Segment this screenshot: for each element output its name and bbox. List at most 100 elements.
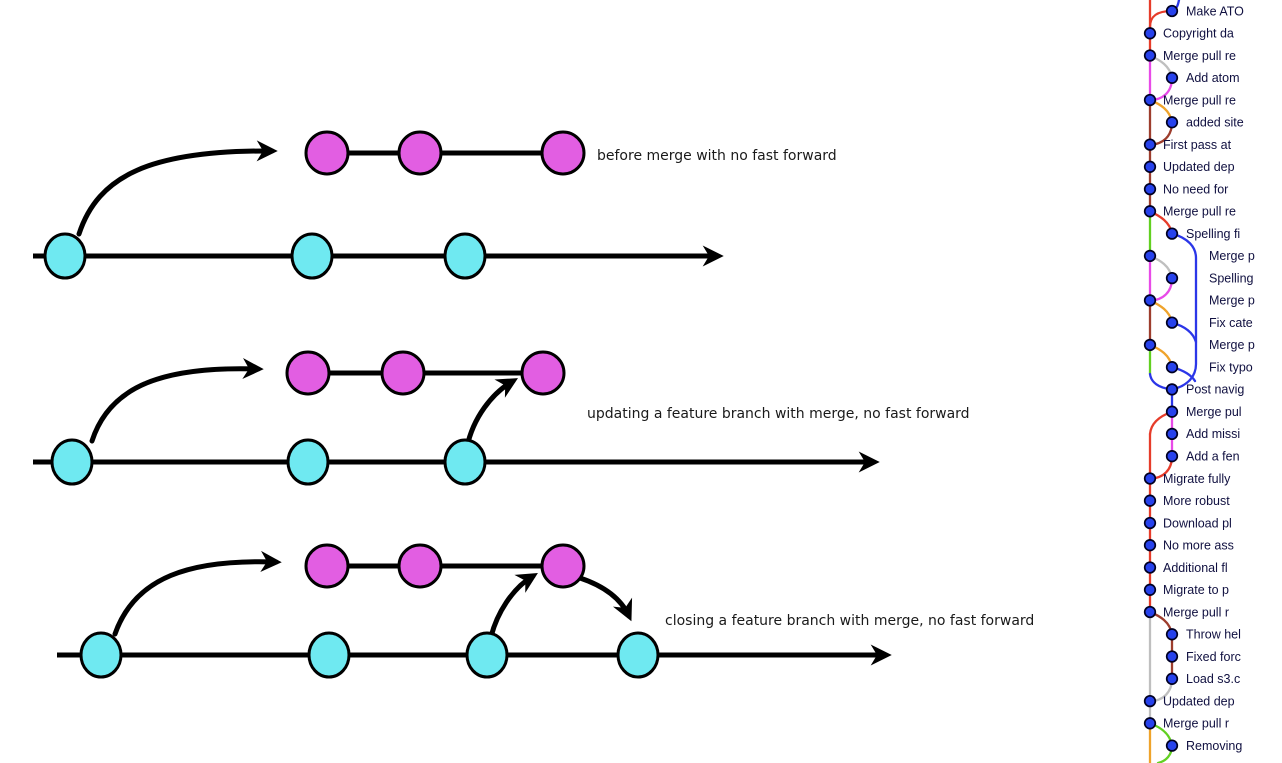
main-commit [465, 631, 509, 679]
commit-node[interactable] [1165, 271, 1179, 285]
commit-node[interactable] [1165, 739, 1179, 752]
main-commit [443, 232, 487, 280]
commit-message[interactable]: Add atom [1186, 71, 1240, 85]
commit-message[interactable]: First pass at [1163, 138, 1232, 152]
branch-off-arrow [112, 550, 282, 637]
commit-node[interactable] [1165, 361, 1179, 374]
commit-message[interactable]: Load s3.c [1186, 672, 1240, 686]
commit-message[interactable]: Spelling fi [1186, 227, 1240, 241]
feature-commit [304, 543, 350, 589]
commit-message[interactable]: Add a fen [1186, 450, 1240, 464]
commit-node[interactable] [1143, 160, 1157, 173]
commit-node[interactable] [1165, 450, 1179, 463]
commit-node[interactable] [1143, 561, 1157, 574]
commit-node[interactable] [1143, 539, 1157, 552]
commit-node[interactable] [1165, 628, 1179, 641]
commit-message[interactable]: More robust [1163, 494, 1230, 508]
diagram-label: closing a feature branch with merge, no … [665, 613, 1034, 629]
feature-commit [285, 350, 331, 396]
commit-message[interactable]: Add missi [1186, 427, 1240, 441]
commit-node[interactable] [1143, 182, 1157, 196]
main-commit [616, 631, 660, 679]
commit-node[interactable] [1165, 427, 1179, 441]
commit-node[interactable] [1165, 71, 1179, 84]
main-commit [43, 232, 87, 280]
commit-node[interactable] [1165, 116, 1179, 129]
commit-message[interactable]: Spelling [1209, 271, 1254, 285]
commit-message[interactable]: Merge pull re [1163, 93, 1236, 107]
commit-node[interactable] [1143, 249, 1157, 263]
commit-node[interactable] [1143, 93, 1157, 107]
feature-commit [540, 543, 586, 589]
commit-node[interactable] [1143, 717, 1157, 730]
feature-commit [397, 130, 443, 176]
commit-node[interactable] [1143, 494, 1157, 507]
diagram-label: before merge with no fast forward [597, 148, 837, 164]
commit-message[interactable]: Post navig [1186, 383, 1244, 397]
commit-message[interactable]: Merge pull re [1163, 49, 1236, 63]
commit-message[interactable]: added site [1186, 116, 1244, 130]
main-commit [307, 631, 351, 679]
commit-node[interactable] [1143, 338, 1157, 352]
commit-message[interactable]: Merge pull r [1163, 605, 1229, 619]
branch-off-arrow [76, 140, 278, 237]
commit-node[interactable] [1143, 294, 1157, 307]
commit-node[interactable] [1143, 694, 1157, 708]
commit-message[interactable]: Updated dep [1163, 694, 1235, 708]
commit-node[interactable] [1165, 4, 1179, 18]
commit-node[interactable] [1143, 472, 1157, 485]
commit-message[interactable]: Merge p [1209, 338, 1255, 352]
diagram-before-merge: before merge with no fast forward [33, 130, 837, 280]
commit-message[interactable]: Merge pull r [1163, 717, 1229, 731]
merge-into-feature-arrow [464, 378, 518, 450]
main-commit [286, 438, 330, 486]
commit-message[interactable]: Copyright da [1163, 27, 1234, 41]
commit-node[interactable] [1143, 516, 1157, 530]
commit-message[interactable]: No more ass [1163, 539, 1234, 553]
commit-message[interactable]: Migrate to p [1163, 583, 1229, 597]
feature-commit [304, 130, 350, 176]
branch-off-arrow [89, 357, 264, 444]
commit-node[interactable] [1165, 383, 1179, 396]
commit-node[interactable] [1165, 316, 1179, 329]
commit-node[interactable] [1165, 672, 1179, 685]
commit-message[interactable]: Make ATO [1186, 4, 1244, 18]
commit-message[interactable]: Merge pul [1186, 405, 1242, 419]
commit-message[interactable]: Merge pull re [1163, 205, 1236, 219]
commit-message[interactable]: No need for [1163, 182, 1228, 196]
commit-message[interactable]: Fixed forc [1186, 650, 1241, 664]
graph-rows: Make ATO Copyright da Merge pull re Add ato… [1143, 4, 1255, 753]
commit-message[interactable]: Updated dep [1163, 160, 1235, 174]
commit-message[interactable]: Fix cate [1209, 316, 1253, 330]
commit-message[interactable]: Additional fl [1163, 561, 1228, 575]
graph-edge [1170, 232, 1198, 391]
diagram-closing-feature-branch: closing a feature branch with merge, no … [57, 543, 1034, 679]
feature-commit [397, 543, 443, 589]
commit-graph: Make ATO Copyright da Merge pull re Add ato… [1143, 0, 1255, 763]
commit-node[interactable] [1165, 650, 1179, 663]
graph-edges [1148, 0, 1198, 763]
commit-message[interactable]: Merge p [1209, 249, 1255, 263]
commit-node[interactable] [1143, 138, 1157, 151]
commit-node[interactable] [1165, 227, 1179, 240]
feature-commit [380, 350, 426, 396]
feature-commit [520, 350, 566, 396]
commit-message[interactable]: Removing [1186, 739, 1242, 753]
commit-node[interactable] [1143, 583, 1157, 596]
merge-back-arrow [577, 575, 633, 622]
commit-message[interactable]: Download pl [1163, 516, 1232, 530]
commit-message[interactable]: Merge p [1209, 294, 1255, 308]
commit-node[interactable] [1143, 27, 1157, 40]
commit-node[interactable] [1143, 605, 1157, 619]
commit-message[interactable]: Fix typo [1209, 361, 1253, 375]
main-commit [290, 232, 334, 280]
commit-node[interactable] [1165, 405, 1179, 418]
commit-node[interactable] [1143, 49, 1157, 62]
diagram-label: updating a feature branch with merge, no… [587, 406, 970, 422]
commit-message[interactable]: Migrate fully [1163, 472, 1231, 486]
commit-node[interactable] [1143, 205, 1157, 218]
main-commit [79, 631, 123, 679]
commit-message[interactable]: Throw hel [1186, 628, 1241, 642]
